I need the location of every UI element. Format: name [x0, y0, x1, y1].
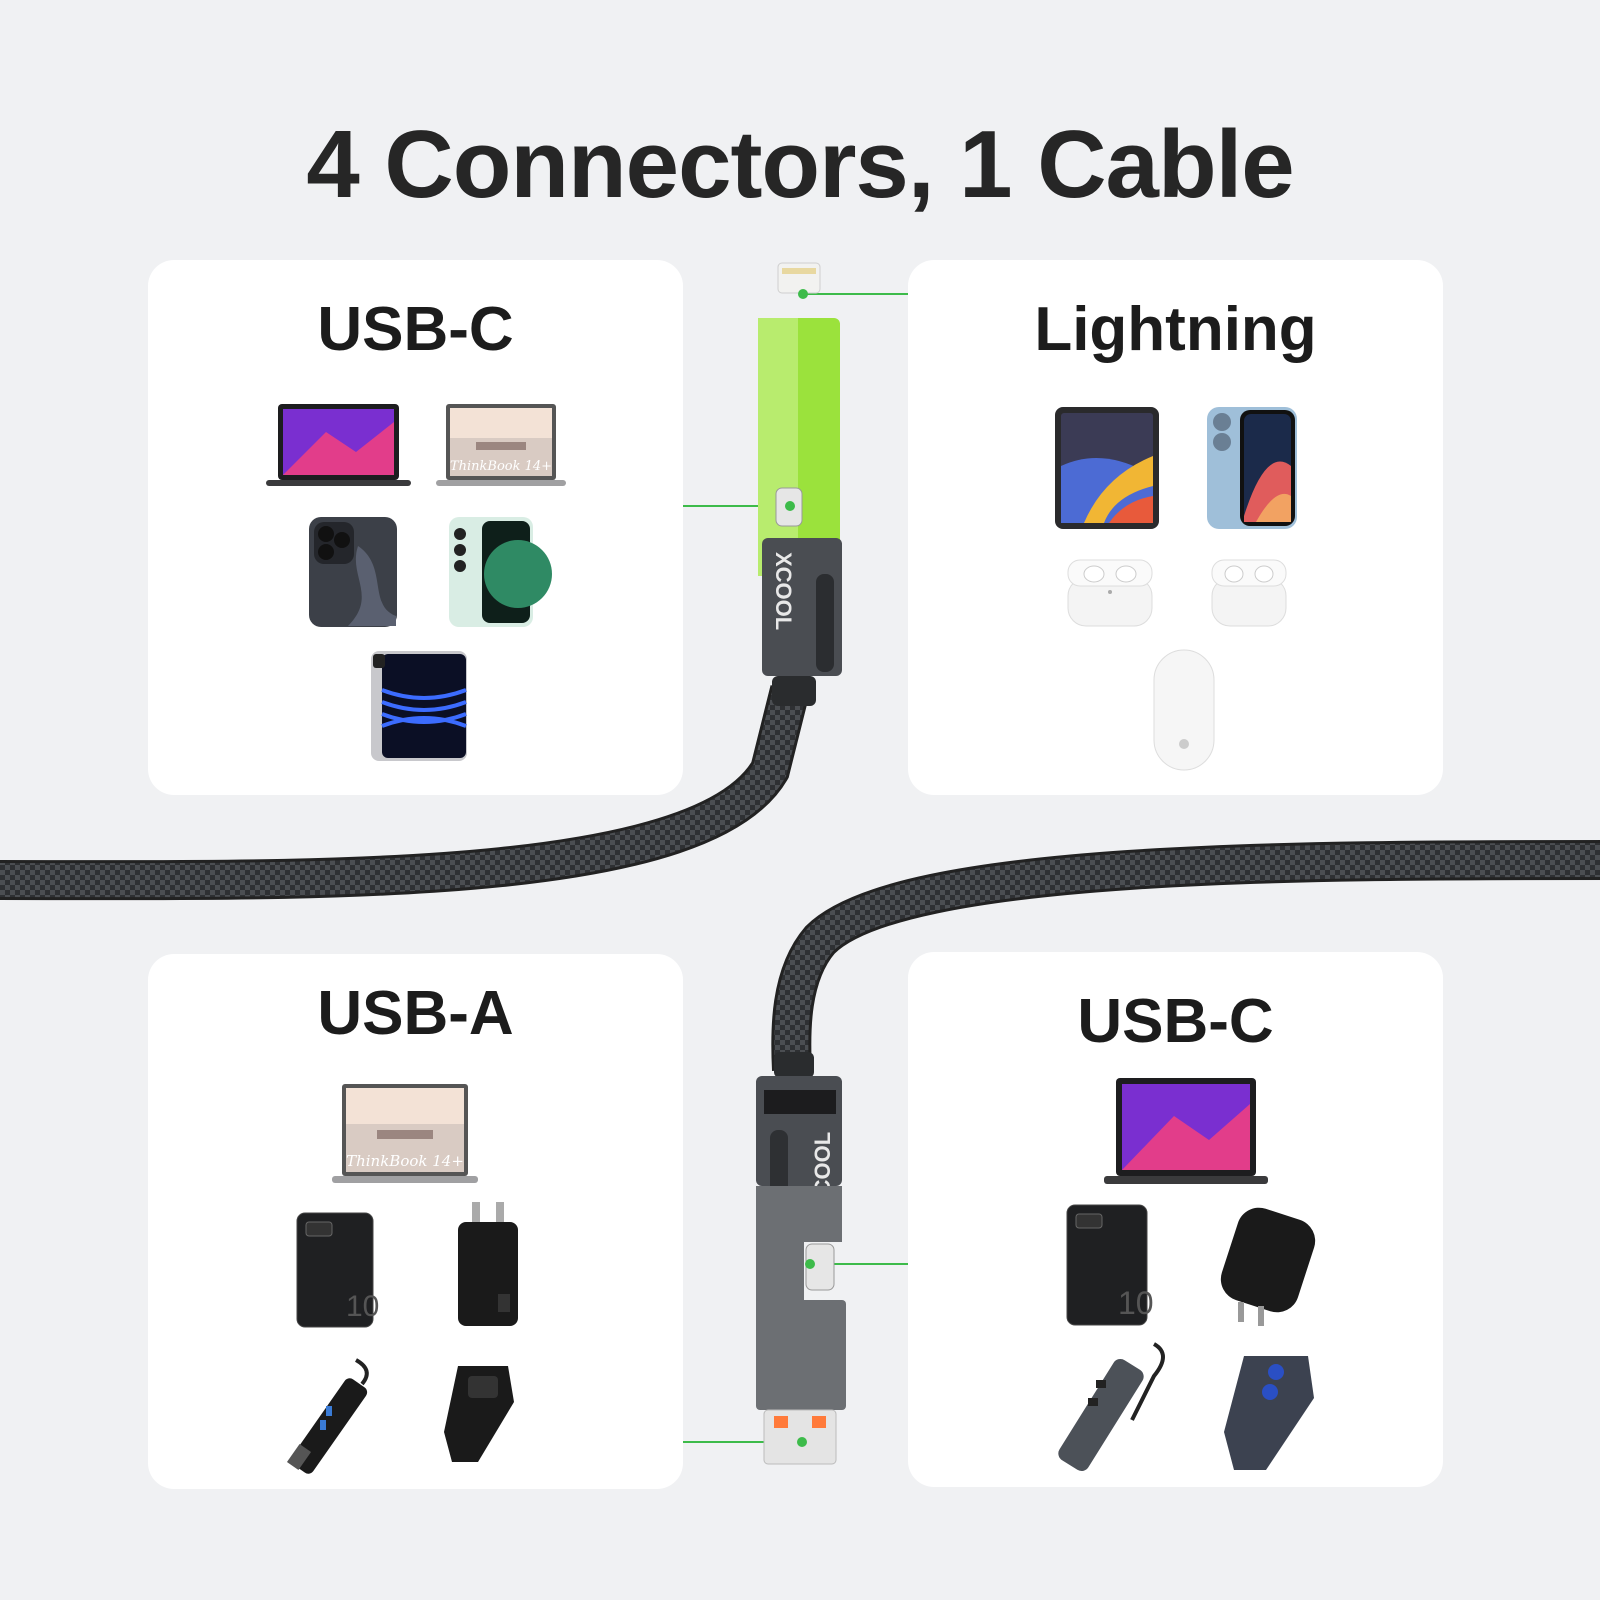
- iphone-15-pro-icon: [308, 516, 398, 628]
- panel-title: USB-C: [1077, 987, 1274, 1056]
- power-bank-icon: 10: [296, 1212, 379, 1328]
- airpods-pro-icon: [1066, 554, 1154, 628]
- usb-c-hub-icon: [1054, 1336, 1176, 1476]
- car-charger-icon: [1216, 1352, 1318, 1474]
- power-bank-icon: 10: [1066, 1204, 1154, 1326]
- panel-usb-c-bottom: USB-C 10: [908, 952, 1443, 1487]
- ipad-icon: [1054, 406, 1160, 530]
- magic-mouse-icon: [1152, 648, 1216, 772]
- page-title: 4 Connectors, 1 Cable: [306, 111, 1294, 218]
- svg-text:10: 10: [1118, 1285, 1154, 1321]
- ipad-pro-icon: [370, 650, 468, 762]
- panel-title: USB-A: [317, 979, 514, 1048]
- panel-title: Lightning: [1034, 295, 1317, 364]
- wall-charger-icon: [456, 1202, 520, 1328]
- thinkbook-laptop-icon: ThinkBook 14+: [332, 1082, 478, 1186]
- svg-text:ThinkBook 14+: ThinkBook 14+: [450, 459, 552, 474]
- panel-usb-c-top: USB-C ThinkBook 14+: [148, 260, 683, 795]
- airpods-icon: [1210, 554, 1288, 628]
- svg-text:10: 10: [346, 1290, 379, 1323]
- usb-hub-icon: [286, 1350, 376, 1474]
- panel-title: USB-C: [317, 295, 514, 364]
- macbook-icon: [266, 402, 411, 490]
- iphone-14-icon: [1206, 406, 1298, 530]
- svg-text:ThinkBook 14+: ThinkBook 14+: [346, 1152, 464, 1170]
- thinkbook-laptop-icon: ThinkBook 14+: [436, 402, 566, 490]
- macbook-icon: [1104, 1076, 1268, 1188]
- panel-usb-a: USB-A ThinkBook 14+ 10: [148, 954, 683, 1489]
- car-charger-icon: [438, 1362, 518, 1466]
- galaxy-phone-icon: [448, 516, 552, 628]
- panel-lightning: Lightning: [908, 260, 1443, 795]
- usb-c-wall-charger-icon: [1214, 1202, 1320, 1326]
